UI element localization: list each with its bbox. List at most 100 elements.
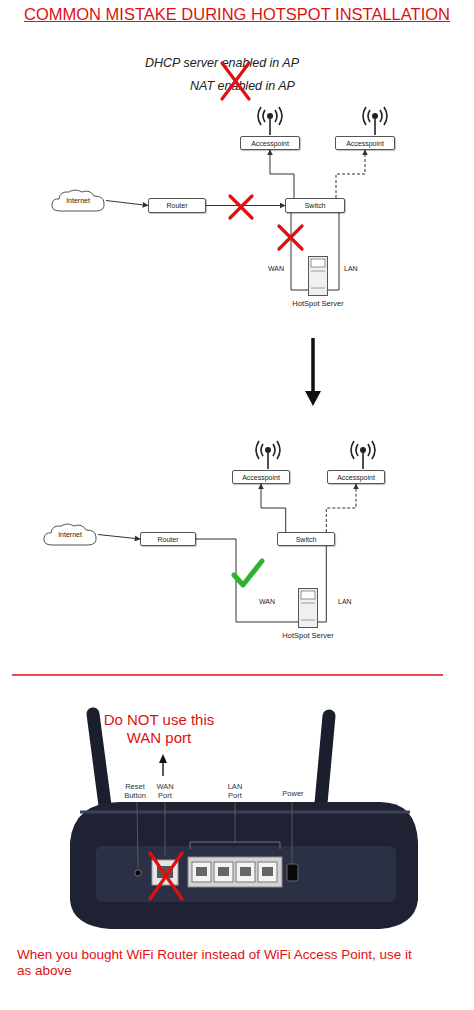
connector-line [318,546,326,622]
radio-waves [351,441,375,459]
lan-port [214,862,233,882]
cross-mark [279,226,302,249]
connector-line [106,201,148,206]
node-label: Accesspoint [242,474,280,481]
router-back-panel [96,846,396,902]
antenna-tip [361,448,365,452]
port-label: WAN [259,598,281,606]
switch-box: Switch [285,198,345,213]
antenna-stem [267,453,269,469]
connector-line [196,539,298,622]
router-body [70,802,418,929]
server-label: HotSpot Server [282,632,333,640]
down-arrow-head [305,391,321,406]
connector-line [291,213,308,290]
node-label: Internet [66,197,90,204]
cross-mark [279,226,302,249]
node-label: Internet [58,531,82,538]
connector-line [336,150,365,198]
note-text: DHCP server enabled in AP [145,56,315,70]
server-tower [308,256,328,296]
cloud-shape [52,190,104,211]
leader-line [235,802,236,842]
part-label: Power [278,790,308,799]
drive-bay [311,259,325,267]
cross-mark [150,853,182,899]
connector-line [328,213,339,290]
power-jack [287,864,298,881]
down-arrow-shaft [311,338,315,393]
switch-box: Switch [277,532,335,546]
lan-port-slot [240,867,251,876]
access-point-box: Accesspoint [232,470,290,484]
leader-line [137,802,138,867]
radio-waves [256,441,280,459]
leader-line [165,802,166,857]
lan-port [236,862,255,882]
connector-line [206,205,285,206]
node-label: Accesspoint [346,140,384,147]
port-label: LAN [338,598,360,606]
antenna-stem [374,119,376,135]
cloud-shape [44,524,96,545]
node-label: Switch [305,202,326,209]
connector-line [326,484,356,532]
lan-port-block [188,857,282,887]
antenna-stem [362,453,364,469]
hotspot-server: HotSpot Server [308,256,328,296]
part-label: LAN Port [221,783,249,800]
connector-line [98,535,140,540]
router-box: Router [148,198,206,213]
lan-port-slot [262,867,273,876]
node-label: Switch [296,536,317,543]
server-case [299,589,318,628]
case-line [311,271,325,272]
server-tower [298,588,318,628]
hotspot-server: HotSpot Server [298,588,318,628]
access-point-box: Accesspoint [327,470,385,484]
drive-bay [301,591,315,599]
part-label: Reset Button [118,783,152,800]
internet-cloud: Internet [50,188,106,213]
node-label: Router [157,536,178,543]
pointer-arrow-shaft [162,761,163,776]
case-line [301,603,315,604]
lan-port [192,862,211,882]
case-line [301,620,315,621]
cross-mark [230,196,252,218]
lan-port-slot [218,867,229,876]
antenna-tip [373,114,377,118]
reset-button [135,870,141,876]
node-label: Accesspoint [337,474,375,481]
part-label: WAN Port [151,783,179,800]
case-line [311,288,325,289]
connector-line [261,484,286,532]
node-label: Router [166,202,187,209]
cross-mark [150,853,182,899]
port-label: WAN [268,265,290,273]
access-point-box: Accesspoint [240,136,300,150]
pointer-arrow-head [159,754,167,763]
internet-cloud: Internet [42,522,98,547]
antenna-tip [266,448,270,452]
node-label: Accesspoint [251,140,289,147]
radio-waves [363,107,387,125]
router-box: Router [140,532,196,546]
separator-line [12,674,443,676]
access-point-box: Accesspoint [335,136,395,150]
warning-text: Do NOT use this WAN port [103,711,215,747]
port-label: LAN [344,265,366,273]
router-highlight [80,811,410,814]
antenna-tip [268,114,272,118]
cross-mark [230,196,252,218]
lan-port-slot [196,867,207,876]
lan-port [258,862,277,882]
caption-note: When you bought WiFi Router instead of W… [17,947,422,979]
server-label: HotSpot Server [292,300,343,308]
check-mark [234,561,262,585]
server-case [309,257,328,296]
connector-line [270,150,294,198]
lan-bracket [190,842,280,849]
page-title: COMMON MISTAKE DURING HOTSPOT INSTALLATI… [0,5,474,24]
radio-waves [258,107,282,125]
